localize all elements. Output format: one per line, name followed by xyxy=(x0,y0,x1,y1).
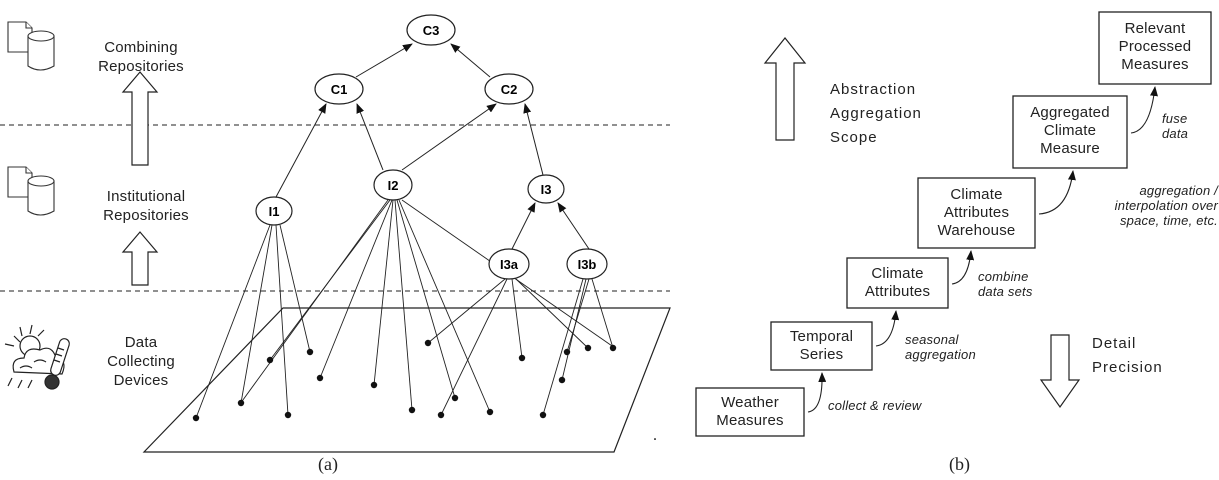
level-label-institutional: Institutional Repositories xyxy=(103,188,189,224)
node-i3-label: I3 xyxy=(541,182,552,197)
sensor-dot xyxy=(558,376,566,384)
step-collect-label: collect & review xyxy=(828,398,922,413)
sensor-dot xyxy=(451,394,459,402)
box-weather-label: Weather Measures xyxy=(716,394,784,429)
node-i3b-label: I3b xyxy=(578,257,597,272)
node-i1: I1 xyxy=(255,196,293,226)
box-aggregated xyxy=(1012,95,1128,169)
node-c3-label: C3 xyxy=(423,23,440,38)
sensor-dot xyxy=(539,411,547,419)
box-temporal-series xyxy=(770,321,873,371)
sensor-dot xyxy=(370,381,378,389)
step-combine-label: combine data sets xyxy=(978,269,1033,299)
node-i1-label: I1 xyxy=(269,204,280,219)
sensor-dot xyxy=(408,406,416,414)
sensor-dot xyxy=(584,344,592,352)
box-climate-attributes xyxy=(846,257,949,309)
level-label-combining: Combining Repositories xyxy=(98,39,184,75)
node-i3a-label: I3a xyxy=(500,257,519,272)
sensor-dot xyxy=(306,348,314,356)
edge-c1-c3 xyxy=(355,43,413,78)
down-arrow-detail xyxy=(1039,334,1081,409)
node-i3a: I3a xyxy=(488,248,530,280)
sensor-dot xyxy=(437,411,445,419)
node-i2: I2 xyxy=(373,169,413,201)
node-i2-label: I2 xyxy=(388,178,399,193)
edge-i1-c1 xyxy=(275,103,327,198)
arrow-interpolation xyxy=(1038,170,1076,215)
box-warehouse xyxy=(917,177,1036,249)
step-interpolation-label: aggregation / interpolation over space, … xyxy=(1114,183,1218,228)
step-fuse-label: fuse data xyxy=(1162,111,1189,141)
edge-i3b-i3 xyxy=(557,202,590,250)
sensor-dot xyxy=(563,348,571,356)
weather-device-icon xyxy=(4,324,70,390)
hierarchy-edges xyxy=(275,43,590,250)
node-c1: C1 xyxy=(314,73,364,105)
node-c3: C3 xyxy=(406,14,456,46)
arrow-seasonal xyxy=(875,310,900,347)
sensor-dot xyxy=(237,399,245,407)
box-relevant xyxy=(1098,11,1212,85)
database-icon-institutional xyxy=(7,166,55,216)
database-icon-combining xyxy=(7,21,55,71)
node-c1-label: C1 xyxy=(331,82,348,97)
node-c2: C2 xyxy=(484,73,534,105)
sensor-links xyxy=(195,199,616,419)
step-arrows xyxy=(807,86,1158,413)
edge-i3-c2 xyxy=(523,103,544,176)
box-relevant-label: Relevant Processed Measures xyxy=(1118,20,1192,73)
node-i3: I3 xyxy=(527,174,565,204)
step-seasonal-label: seasonal aggregation xyxy=(905,332,976,362)
node-c2-label: C2 xyxy=(501,82,518,97)
edge-i2-c2 xyxy=(401,103,497,171)
sensor-dot xyxy=(266,356,274,364)
box-warehouse-label: Climate Attributes Warehouse xyxy=(937,186,1016,239)
sensor-dots xyxy=(192,339,617,422)
arrow-collect xyxy=(807,372,827,413)
up-terms: Abstraction Aggregation Scope xyxy=(830,81,922,146)
box-aggregated-label: Aggregated Climate Measure xyxy=(1030,104,1110,157)
edge-i2-c1 xyxy=(356,103,384,171)
sensor-dot xyxy=(518,354,526,362)
up-arrow-abstraction xyxy=(763,37,807,141)
sensor-dot xyxy=(284,411,292,419)
sensor-dot xyxy=(609,344,617,352)
box-temporal-label: Temporal Series xyxy=(789,328,854,363)
ground-plane xyxy=(142,307,671,453)
panel-b xyxy=(695,11,1212,437)
level-label-devices: Data Collecting Devices xyxy=(107,334,175,389)
panel-a: C3 C1 C2 I1 I2 I3 I3a I3b xyxy=(0,14,671,453)
edge-i3a-i3 xyxy=(511,202,536,250)
node-i3b: I3b xyxy=(566,248,608,280)
caption-a: (a) xyxy=(318,454,338,474)
down-terms: Detail Precision xyxy=(1092,335,1163,376)
arrow-combine xyxy=(951,250,975,285)
separator-dot: . xyxy=(653,427,657,444)
box-attributes-label: Climate Attributes xyxy=(864,265,931,300)
arrow-fuse xyxy=(1130,86,1158,134)
edge-c2-c3 xyxy=(450,43,491,78)
up-arrow-lower xyxy=(121,231,159,286)
sensor-dot xyxy=(486,408,494,416)
up-arrow-upper xyxy=(121,71,159,166)
sensor-dot xyxy=(424,339,432,347)
box-weather-measures xyxy=(695,387,805,437)
sensor-dot xyxy=(192,414,200,422)
sensor-dot xyxy=(316,374,324,382)
caption-b: (b) xyxy=(949,454,970,474)
